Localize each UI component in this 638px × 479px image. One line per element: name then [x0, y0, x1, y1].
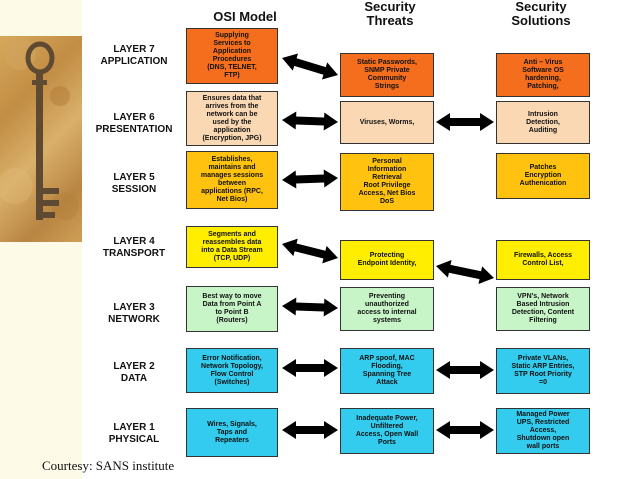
osi-box-layer-3: Best way to move Data from Point A to Po… [186, 286, 278, 332]
solution-box-layer-6: Intrusion Detection, Auditing [496, 101, 590, 144]
layer-label-6: LAYER 6 PRESENTATION [95, 112, 173, 135]
threat-box-layer-1: Inadequate Power, Unfiltered Access, Ope… [340, 408, 434, 454]
arrow-l5-osi-threat [282, 169, 338, 189]
antique-key-image [0, 36, 82, 242]
threat-box-layer-3: Preventing unauthorized access to intern… [340, 287, 434, 331]
layer-label-1: LAYER 1 PHYSICAL [108, 422, 160, 445]
osi-box-layer-1: Wires, Signals, Taps and Repeaters [186, 408, 278, 457]
key-icon [0, 38, 79, 220]
layer-label-7: LAYER 7 APPLICATION [100, 44, 168, 67]
layer-label-5: LAYER 5 SESSION [111, 172, 157, 195]
header-security-threats: Security Threats [364, 0, 416, 28]
osi-box-layer-2: Error Notification, Network Topology, Fl… [186, 348, 278, 393]
arrow-l4-threat-solution [436, 260, 494, 284]
header-security-solutions: Security Solutions [511, 0, 571, 28]
arrow-l6-osi-threat [282, 111, 338, 131]
solution-box-layer-4: Firewalls, Access Control List, [496, 240, 590, 280]
arrow-l6-threat-solution [436, 113, 494, 131]
solution-box-layer-1: Managed Power UPS, Restricted Access, Sh… [496, 408, 590, 454]
solution-box-layer-3: VPN's, Network Based Intrusion Detection… [496, 287, 590, 331]
threat-box-layer-7: Static Passwords, SNMP Private Community… [340, 53, 434, 97]
arrow-l3-osi-threat [282, 297, 338, 317]
threat-box-layer-4: Protecting Endpoint Identity, [340, 240, 434, 280]
header-osi-model: OSI Model [213, 9, 277, 24]
solution-box-layer-5: Patches Encryption Authenication [496, 153, 590, 199]
arrow-l7-osi-threat [282, 53, 338, 80]
solution-box-layer-2: Private VLANs, Static ARP Entries, STP R… [496, 348, 590, 394]
layer-label-3: LAYER 3 NETWORK [108, 302, 160, 325]
arrow-l1-threat-solution [436, 421, 494, 439]
osi-box-layer-7: Supplying Services to Application Proced… [186, 28, 278, 84]
osi-box-layer-4: Segments and reassembles data into a Dat… [186, 226, 278, 268]
threat-box-layer-6: Viruses, Worms, [340, 101, 434, 144]
arrow-l2-threat-solution [436, 361, 494, 379]
arrow-l4-osi-threat [282, 238, 338, 264]
layer-label-2: LAYER 2 DATA [113, 361, 155, 384]
threat-box-layer-5: Personal Information Retrieval Root Priv… [340, 153, 434, 211]
arrow-l1-osi-threat [282, 421, 338, 439]
solution-box-layer-7: Anti – Virus Software OS hardening, Patc… [496, 53, 590, 97]
layer-label-4: LAYER 4 TRANSPORT [102, 236, 166, 259]
courtesy-caption: Courtesy: SANS institute [42, 458, 175, 473]
osi-box-layer-6: Ensures data that arrives from the netwo… [186, 91, 278, 146]
threat-box-layer-2: ARP spoof, MAC Flooding, Spanning Tree A… [340, 348, 434, 394]
osi-box-layer-5: Establishes, maintains and manages sessi… [186, 151, 278, 209]
arrow-l2-osi-threat [282, 359, 338, 377]
